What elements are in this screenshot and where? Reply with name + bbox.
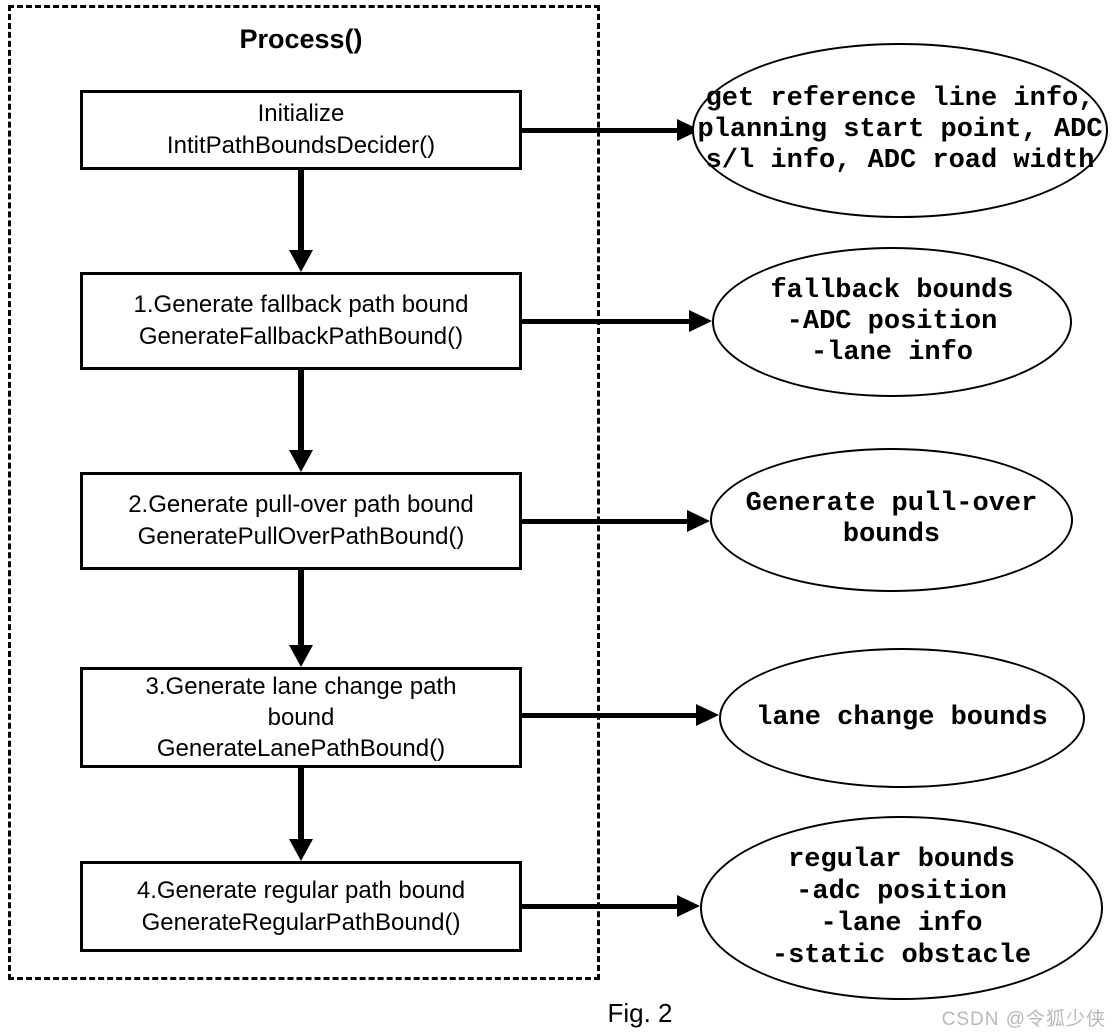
arrow-right-icon (522, 704, 719, 726)
process-dashed-frame (8, 5, 600, 980)
arrow-down-icon (289, 768, 313, 861)
arrow-right-icon (522, 119, 700, 141)
arrow-right-icon (522, 895, 700, 917)
note-ellipse-pullover-bounds: Generate pull-over bounds (710, 448, 1073, 592)
note-ellipse-init-info: get reference line info, planning start … (692, 43, 1108, 218)
csdn-watermark: CSDN @令狐少侠 (941, 1009, 1106, 1030)
figure-caption: Fig. 2 (607, 998, 673, 1028)
note-ellipse-regular-bounds: regular bounds -adc position -lane info … (700, 816, 1103, 1000)
step-box-regular: 4.Generate regular path bound GenerateRe… (80, 861, 522, 952)
arrow-down-icon (289, 570, 313, 667)
step-box-lane-change: 3.Generate lane change path bound Genera… (80, 667, 522, 768)
arrow-right-icon (522, 510, 710, 532)
step-box-initialize: Initialize IntitPathBoundsDecider() (80, 90, 522, 170)
note-text: get reference line info, planning start … (697, 84, 1103, 176)
note-ellipse-lane-change-bounds: lane change bounds (719, 648, 1085, 788)
process-title: Process() (239, 24, 363, 54)
step-box-fallback: 1.Generate fallback path bound GenerateF… (80, 272, 522, 370)
note-ellipse-fallback-bounds: fallback bounds -ADC position -lane info (712, 247, 1072, 397)
step-box-pullover: 2.Generate pull-over path bound Generate… (80, 472, 522, 570)
note-text: fallback bounds -ADC position -lane info (770, 275, 1014, 368)
arrow-down-icon (289, 370, 313, 472)
note-text: regular bounds -adc position -lane info … (771, 845, 1032, 971)
note-text: lane change bounds (756, 702, 1048, 733)
arrow-right-icon (522, 310, 712, 332)
arrow-down-icon (289, 170, 313, 272)
note-text: Generate pull-over bounds (745, 489, 1038, 550)
